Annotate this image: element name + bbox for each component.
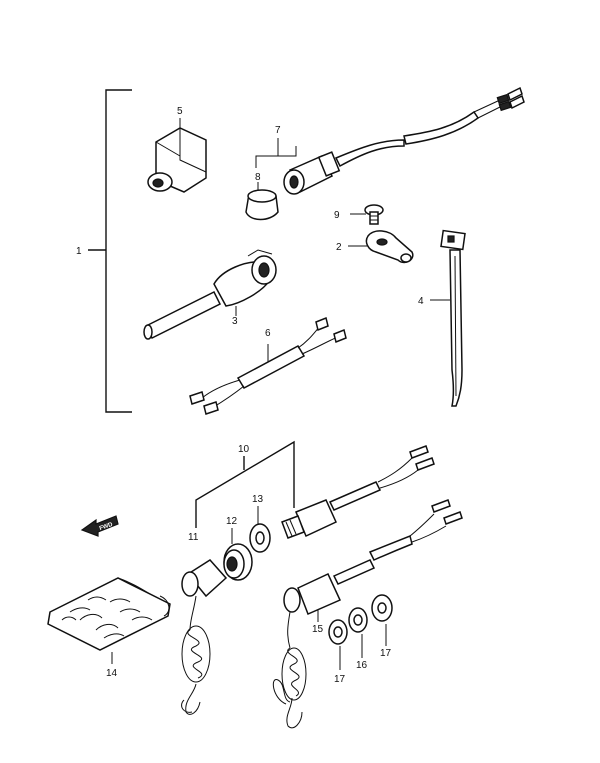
callout-14: 14	[106, 668, 118, 679]
part-5-switch-boot	[147, 118, 207, 193]
part-2-lever	[348, 230, 414, 264]
part-17-washer-a	[328, 619, 348, 670]
part-7-switch-harness	[255, 86, 525, 195]
part-4-cable-tie	[430, 229, 466, 407]
callout-3: 3	[232, 316, 238, 327]
forward-arrow-label: FWD	[99, 522, 115, 533]
callout-5: 5	[177, 106, 183, 117]
callout-17-b: 17	[380, 648, 392, 659]
callout-2: 2	[336, 242, 342, 253]
callout-8: 8	[255, 172, 261, 183]
part-13-washer	[249, 506, 271, 553]
part-3-plug	[143, 249, 277, 340]
part-6-harness	[189, 316, 347, 415]
callout-12: 12	[226, 516, 238, 527]
callout-labels: 1 2 3 4 5 6 7 8 9 10 11 12 13 14 15 16 1…	[76, 106, 424, 685]
callout-6: 6	[265, 328, 271, 339]
part-11-switch-lanyard	[181, 559, 228, 715]
part-12-grommet	[223, 528, 253, 581]
callout-4: 4	[418, 296, 424, 307]
part-14-bag	[47, 577, 171, 664]
part-15-switch-lanyard	[272, 499, 463, 729]
part-10-switch-cable	[281, 445, 435, 539]
callout-15: 15	[312, 624, 324, 635]
part-8-cap	[245, 182, 279, 221]
callout-9: 9	[334, 210, 340, 221]
callout-17-a: 17	[334, 674, 346, 685]
callout-7: 7	[275, 125, 281, 136]
part-16-washer	[348, 607, 368, 658]
group-bracket-10	[195, 440, 295, 528]
part-17-washer-b	[371, 594, 393, 646]
forward-arrow-icon: FWD	[80, 515, 119, 537]
group-bracket-1	[88, 89, 132, 413]
callout-10: 10	[238, 444, 250, 455]
callout-1: 1	[76, 246, 82, 257]
callout-11: 11	[188, 532, 199, 543]
callout-13: 13	[252, 494, 264, 505]
part-9-screw	[350, 204, 384, 225]
callout-16: 16	[356, 660, 368, 671]
